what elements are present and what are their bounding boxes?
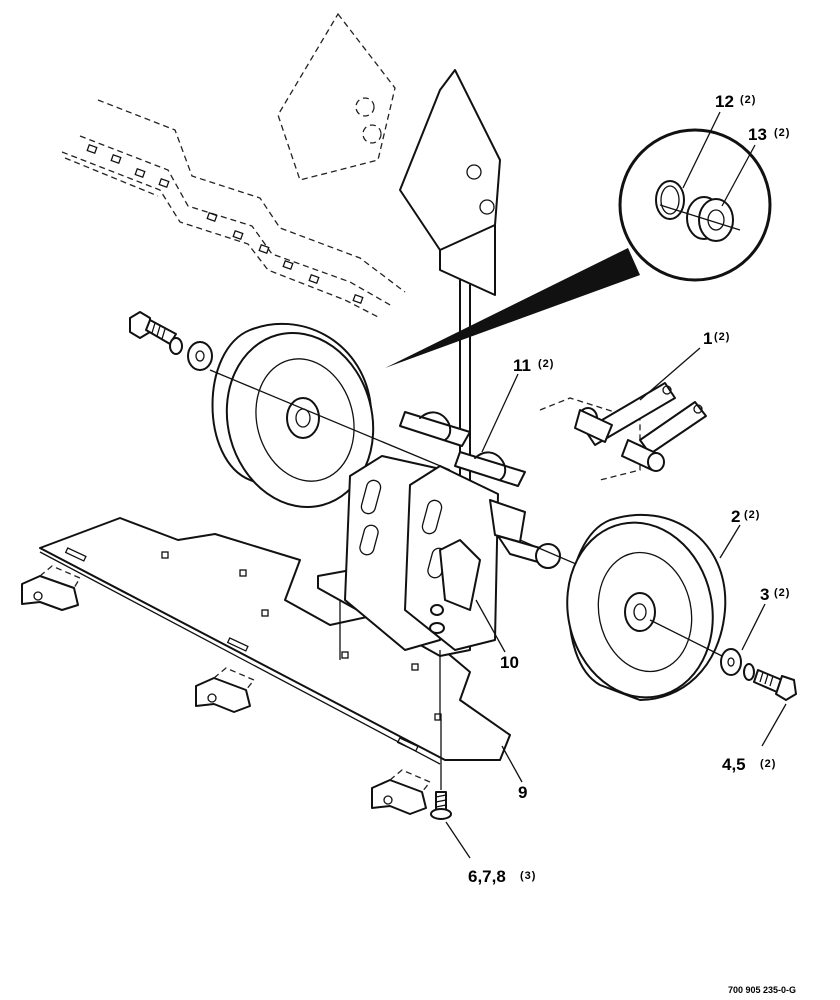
callout-3: 3 (2) (760, 585, 790, 604)
svg-text:11: 11 (513, 356, 531, 375)
callout-10: 10 (500, 653, 519, 672)
carriage-bolt (430, 720, 452, 820)
svg-text:3: 3 (760, 585, 769, 604)
svg-text:10: 10 (500, 653, 519, 672)
callout-1: 1 (2) (703, 329, 730, 348)
right-wheel-hardware (720, 648, 797, 701)
bearing (686, 196, 734, 242)
leader-lines (445, 111, 787, 859)
gauge-arm-plate (399, 69, 501, 486)
svg-text:(2): (2) (740, 94, 756, 106)
svg-text:(2): (2) (774, 127, 790, 139)
svg-text:4,5: 4,5 (722, 755, 746, 774)
callout-2: 2 (2) (731, 507, 760, 526)
left-wheel-hardware (129, 311, 213, 371)
left-gauge-wheel (209, 322, 451, 509)
pins (539, 382, 707, 481)
svg-text:(2): (2) (538, 358, 554, 370)
callout-6-7-8: 6,7,8 (3) (468, 867, 536, 886)
svg-text:(2): (2) (774, 587, 790, 599)
svg-text:(3): (3) (520, 870, 536, 882)
svg-text:1: 1 (703, 329, 712, 348)
bearing-detail-inset (385, 128, 772, 368)
callout-4-5: 4,5 (2) (722, 755, 776, 774)
callout-13: 13 (2) (748, 125, 790, 144)
svg-text:(2): (2) (714, 331, 730, 343)
axle (497, 535, 661, 601)
svg-text:2: 2 (731, 507, 740, 526)
callout-9: 9 (518, 783, 527, 802)
hairpin-clips (399, 411, 526, 487)
skid-clips (21, 565, 432, 815)
svg-text:13: 13 (748, 125, 767, 144)
phantom-header-frame (61, 12, 406, 319)
svg-text:12: 12 (715, 92, 734, 111)
callout-11: 11 (2) (513, 356, 554, 375)
gauge-bracket (317, 455, 526, 720)
right-gauge-wheel (566, 513, 731, 701)
drawing-code: 700 905 235-0-G (728, 985, 796, 995)
callout-12: 12 (2) (715, 92, 756, 111)
svg-text:9: 9 (518, 783, 527, 802)
svg-text:(2): (2) (744, 509, 760, 521)
snap-ring (655, 180, 685, 220)
svg-text:6,7,8: 6,7,8 (468, 867, 506, 886)
svg-text:(2): (2) (760, 758, 776, 770)
